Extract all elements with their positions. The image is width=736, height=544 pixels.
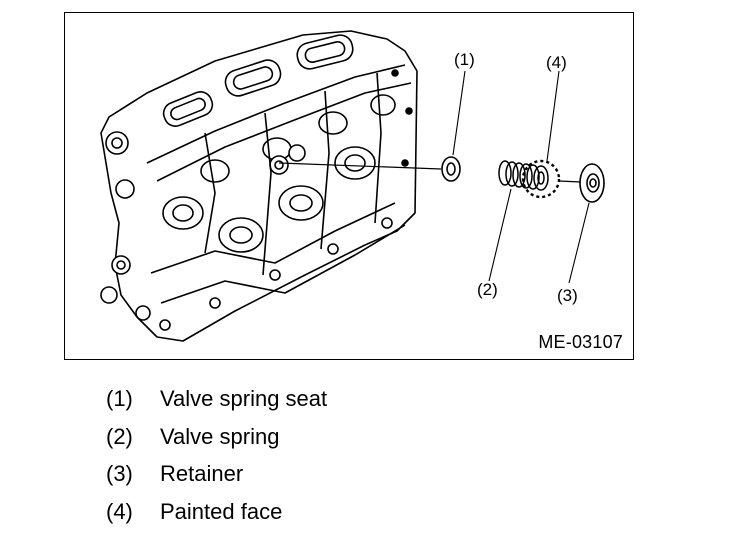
legend-item: (1) Valve spring seat xyxy=(106,388,327,426)
retainer-part xyxy=(579,163,605,203)
cylinder-head-drawing xyxy=(100,30,418,342)
legend-number: (4) xyxy=(106,498,133,524)
legend-item: (2) Valve spring xyxy=(106,423,327,464)
legend-item: (4) Painted face xyxy=(106,498,327,539)
figure-code: ME-03107 xyxy=(538,332,623,352)
legend-number: (3) xyxy=(106,461,133,486)
assembly-axis-line xyxy=(278,162,442,170)
painted-face-marking xyxy=(521,159,561,199)
callout-3: (3) xyxy=(557,286,578,305)
callout-2: (2) xyxy=(477,280,498,299)
legend-label: Valve spring xyxy=(160,423,280,449)
legend-item: (3) Retainer xyxy=(106,463,327,501)
leader-lines xyxy=(452,70,590,284)
callout-1: (1) xyxy=(454,50,475,69)
cylinder-head-diagram xyxy=(100,30,605,342)
legend-label: Valve spring seat xyxy=(160,386,328,411)
legend: (1) Valve spring seat (2) Valve spring (… xyxy=(106,388,327,538)
valve-spring-seat-part xyxy=(441,156,461,182)
page-corner-mark xyxy=(34,0,46,2)
legend-number: (2) xyxy=(106,423,133,449)
figure-frame: (1) (4) (2) (3) ME-03107 xyxy=(64,12,634,360)
callout-4: (4) xyxy=(546,53,567,72)
legend-number: (1) xyxy=(106,386,133,411)
legend-label: Retainer xyxy=(160,461,244,486)
legend-label: Painted face xyxy=(160,498,283,524)
valve-spring-part xyxy=(498,160,549,191)
